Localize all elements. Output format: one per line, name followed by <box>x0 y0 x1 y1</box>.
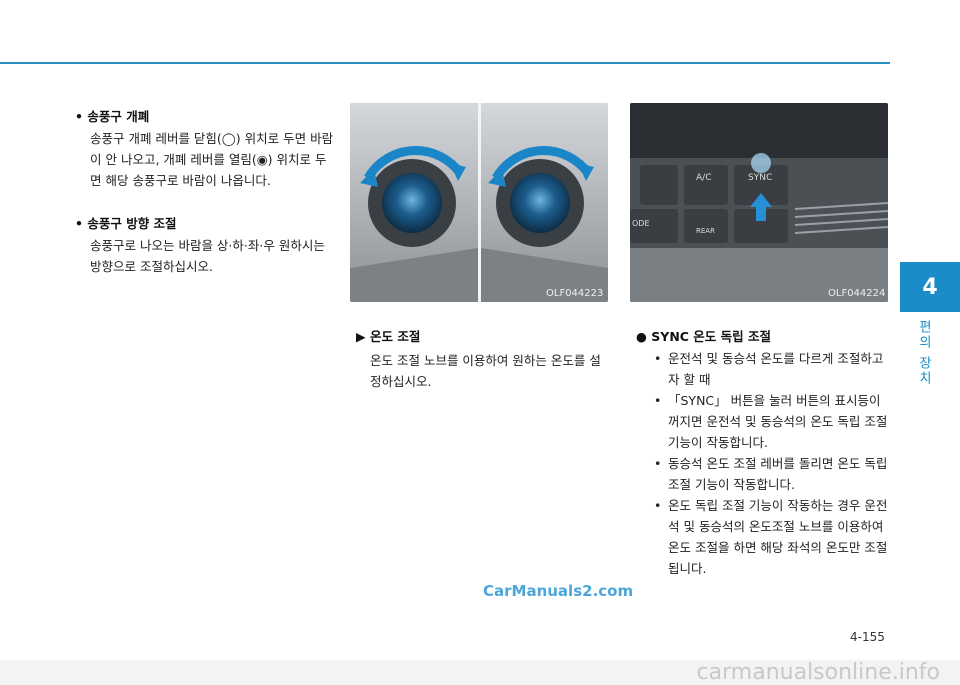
chapter-label: 편의 장치 <box>916 320 931 387</box>
sync-heading: ● SYNC 온도 독립 조절 <box>636 329 772 344</box>
sync-button-label: SYNC <box>748 173 773 183</box>
knob-illustration <box>350 103 608 302</box>
list-item: 「SYNC」 버튼을 눌러 버튼의 표시등이 꺼지면 운전석 및 동승석의 온도… <box>654 390 894 453</box>
vent-direction-heading: • 송풍구 방향 조절 <box>75 216 177 231</box>
list-item: 온도 독립 조절 기능이 작동하는 경우 운전석 및 동승석의 온도조절 노브를… <box>654 495 894 579</box>
temperature-control-text: 온도 조절 노브를 이용하여 원하는 온도를 설정하십시오. <box>370 353 601 389</box>
chapter-tab: 4 <box>900 262 960 312</box>
mode-button-label: ODE <box>632 219 650 228</box>
sync-panel-image: A/C SYNC ODE REAR OLF044224 <box>630 103 888 302</box>
ac-button-label: A/C <box>696 173 712 183</box>
footer-watermark: carmanualsonline.info <box>0 660 960 685</box>
sync-list: 운전석 및 동승석 온도를 다르게 조절하고자 할 때 「SYNC」 버튼을 눌… <box>654 348 894 579</box>
rear-button-label: REAR <box>696 227 715 235</box>
image-caption: OLF044224 <box>828 288 886 299</box>
watermark: CarManuals2.com <box>483 582 634 600</box>
vent-open-close-text: 송풍구 개폐 레버를 닫힘(◯) 위치로 두면 바람이 안 나오고, 개폐 레버… <box>90 131 334 188</box>
temperature-knob-image: OLF044223 <box>350 103 608 302</box>
page-number: 4-155 <box>850 630 885 644</box>
image-caption: OLF044223 <box>546 288 604 299</box>
header-rule <box>0 62 890 64</box>
sync-panel-illustration <box>630 103 888 302</box>
chapter-number: 4 <box>922 274 938 300</box>
temperature-control-heading: ▶ 온도 조절 <box>356 329 421 344</box>
list-item: 운전석 및 동승석 온도를 다르게 조절하고자 할 때 <box>654 348 894 390</box>
list-item: 동승석 온도 조절 레버를 돌리면 온도 독립 조절 기능이 작동합니다. <box>654 453 894 495</box>
vent-open-close-heading: • 송풍구 개폐 <box>75 109 150 124</box>
vent-direction-text: 송풍구로 나오는 바람을 상·하·좌·우 원하시는 방향으로 조절하십시오. <box>90 238 325 274</box>
